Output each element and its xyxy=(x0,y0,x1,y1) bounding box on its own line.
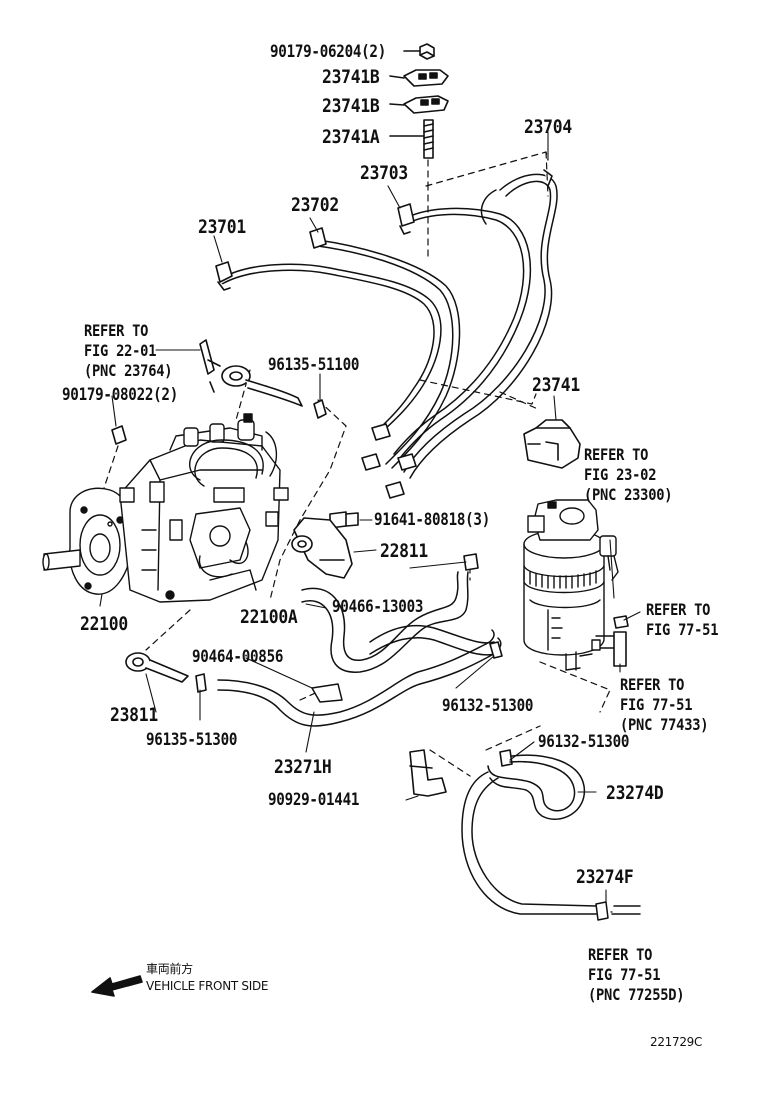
vehicle-front-label-japanese: 車両前方 xyxy=(146,962,193,976)
part-label-90464-00856: 90464-00856 xyxy=(192,647,284,666)
gasket-icon xyxy=(111,425,127,445)
reference-line: FIG 77-51 xyxy=(646,620,719,639)
part-label-90929-01441: 90929-01441 xyxy=(268,790,360,809)
fuel-hose-23271H xyxy=(217,629,502,727)
banjo-union xyxy=(125,652,189,683)
reference-line: REFER TO xyxy=(84,321,149,340)
stud-bolt-icon xyxy=(423,119,434,159)
pipe-clamp-bracket xyxy=(523,419,581,469)
hose-clamp-icon xyxy=(463,553,479,571)
part-label-22100A: 22100A xyxy=(240,606,298,628)
drain-tube xyxy=(613,615,629,667)
clamp-icon xyxy=(403,95,449,114)
reference-line: (PNC 23300) xyxy=(584,485,673,504)
fuel-hose-22100A xyxy=(301,571,469,673)
reference-line: (PNC 23764) xyxy=(84,361,173,380)
clamp-icon xyxy=(403,69,449,87)
injection-pipe-group xyxy=(221,173,558,479)
reference-fig-23-02: REFER TO FIG 23-02 (PNC 23300) xyxy=(584,445,673,505)
part-label-91641-80818: 91641-80818(3) xyxy=(374,510,490,529)
part-label-23811: 23811 xyxy=(110,704,158,726)
pump-bracket xyxy=(291,517,353,579)
reference-line: FIG 23-02 xyxy=(584,465,657,484)
reference-fig-77-51: REFER TO FIG 77-51 xyxy=(646,600,718,640)
part-label-22811: 22811 xyxy=(380,540,428,562)
part-label-23703: 23703 xyxy=(360,162,408,184)
reference-line: REFER TO xyxy=(588,945,653,964)
part-label-90179-06204: 90179-06204(2) xyxy=(270,42,386,61)
reference-fig-77-51-pnc-77433: REFER TO FIG 77-51 (PNC 77433) xyxy=(620,675,709,735)
fuel-hose-23274F xyxy=(461,771,641,921)
vehicle-front-label: VEHICLE FRONT SIDE xyxy=(146,979,269,993)
injection-pump xyxy=(42,413,289,603)
hose-clamp-icon xyxy=(313,399,327,419)
part-label-23274D: 23274D xyxy=(606,782,664,804)
pipe-fitting-icon xyxy=(215,169,553,499)
reference-line: (PNC 77255D) xyxy=(588,985,685,1004)
return-hose xyxy=(369,624,497,656)
fuel-hose-23274D xyxy=(487,754,585,820)
reference-line: FIG 77-51 xyxy=(588,965,661,984)
part-label-96135-51300: 96135-51300 xyxy=(146,730,238,749)
part-label-23271H: 23271H xyxy=(274,756,332,778)
part-label-23274F: 23274F xyxy=(576,866,634,888)
reference-line: REFER TO xyxy=(584,445,649,464)
part-label-23741A: 23741A xyxy=(322,126,380,148)
part-label-23704: 23704 xyxy=(524,116,572,138)
hose-bracket xyxy=(409,749,447,797)
reference-line: FIG 77-51 xyxy=(620,695,693,714)
part-label-23702: 23702 xyxy=(291,194,339,216)
part-label-22100: 22100 xyxy=(80,613,128,635)
part-label-23701: 23701 xyxy=(198,216,246,238)
reference-line: REFER TO xyxy=(646,600,711,619)
part-label-90179-08022: 90179-08022(2) xyxy=(62,385,178,404)
overflow-valve-fitting xyxy=(199,339,303,407)
part-label-23741: 23741 xyxy=(532,374,580,396)
diagram-code: 221729C xyxy=(650,1035,703,1049)
reference-line: FIG 22-01 xyxy=(84,341,157,360)
part-label-23741B: 23741B xyxy=(322,95,380,117)
fuel-filter-assembly xyxy=(523,499,619,671)
reference-fig-22-01: REFER TO FIG 22-01 (PNC 23764) xyxy=(84,321,173,381)
hose-clamp-icon xyxy=(195,641,513,767)
reference-line: REFER TO xyxy=(620,675,685,694)
arrow-left-icon xyxy=(91,975,143,997)
reference-line: (PNC 77433) xyxy=(620,715,709,734)
reference-fig-77-51-pnc-77255D: REFER TO FIG 77-51 (PNC 77255D) xyxy=(588,945,685,1005)
part-label-96135-51100: 96135-51100 xyxy=(268,355,360,374)
part-label-90466-13003: 90466-13003 xyxy=(332,597,424,616)
part-label-96132-51300: 96132-51300 xyxy=(538,732,630,751)
part-label-23741B: 23741B xyxy=(322,66,380,88)
part-label-96132-51300: 96132-51300 xyxy=(442,696,534,715)
nut-icon xyxy=(419,43,435,60)
